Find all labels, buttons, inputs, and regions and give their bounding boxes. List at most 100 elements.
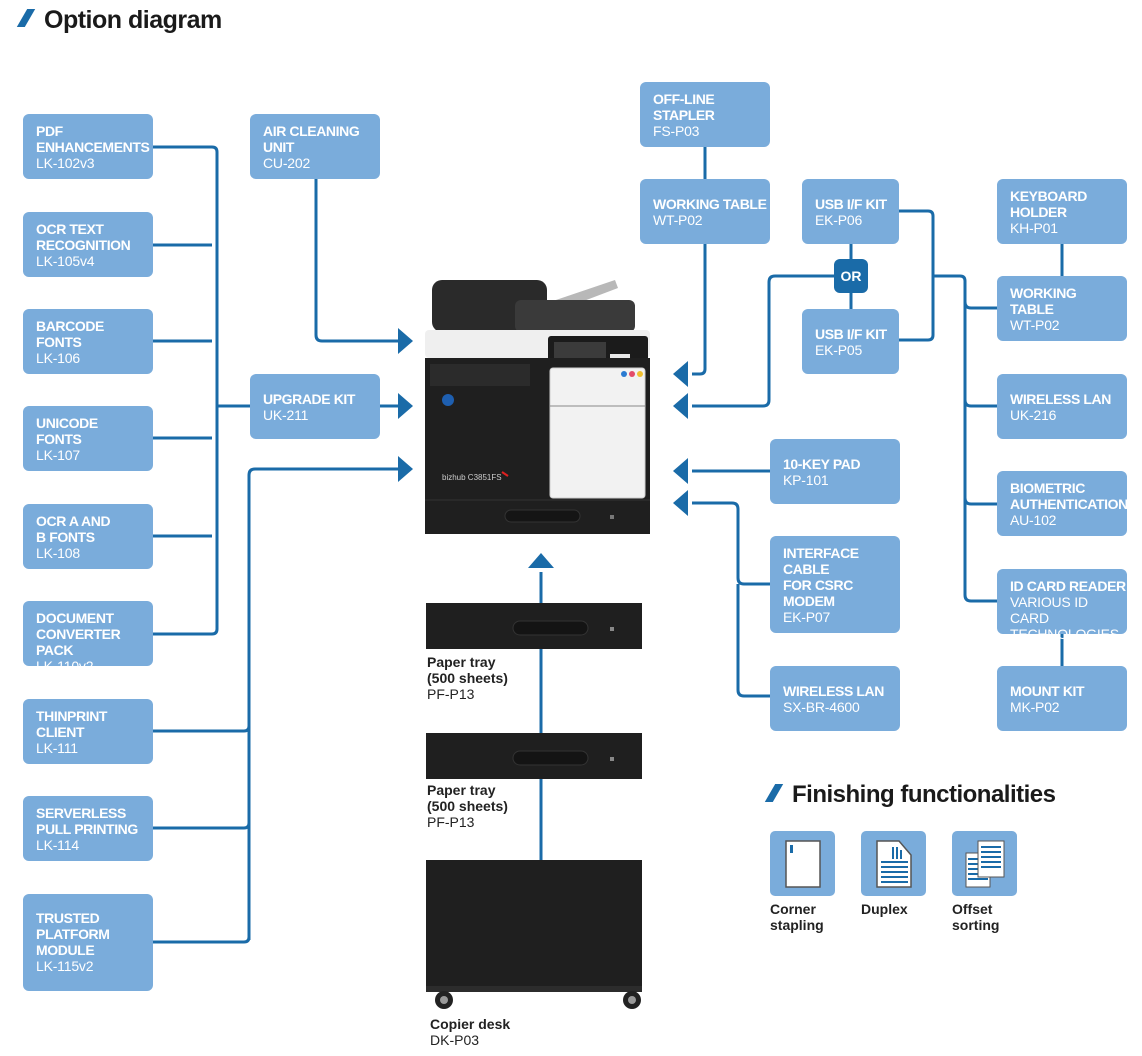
unit-code: PF-P13 <box>427 814 475 830</box>
finishing-title-text: Finishing functionalities <box>792 781 1056 808</box>
option-code: LK-108 <box>36 545 80 561</box>
option-name: 10-KEY PAD <box>783 456 861 472</box>
option-code: LK-114 <box>36 837 79 853</box>
corner-stapling-icon <box>770 831 835 896</box>
option-name: USB I/F KIT <box>815 196 887 212</box>
arrow-interface <box>673 490 688 516</box>
unit-name: Copier desk <box>430 1016 511 1032</box>
arrow-working-table <box>673 361 688 387</box>
or-badge: OR <box>834 259 868 293</box>
arrow-bottom-units <box>528 553 554 568</box>
option-name: THINPRINT CLIENT <box>36 708 108 740</box>
connector-usb-printer <box>692 274 834 408</box>
option-code: LK-115v2 <box>36 958 94 974</box>
option-name: KEYBOARD HOLDER <box>1010 188 1087 220</box>
option-name: PDF ENHANCEMENTS <box>36 123 150 155</box>
duplex-label: Duplex <box>861 901 908 917</box>
option-name: USB I/F KIT <box>815 326 887 342</box>
unit-code: DK-P03 <box>430 1032 480 1048</box>
option-name: MOUNT KIT <box>1010 683 1085 699</box>
option-code: EK-P06 <box>815 212 863 228</box>
connector-interface-cable <box>692 501 770 586</box>
option-name: UPGRADE KIT <box>263 391 356 407</box>
option-code: VARIOUS ID CARD TECHNOLOGIES <box>1010 594 1119 642</box>
option-code: LK-102v3 <box>36 155 95 171</box>
connector-left-group-1 <box>152 145 219 636</box>
option-code: SX-BR-4600 <box>783 699 860 715</box>
connector-working-table-printer <box>692 242 707 376</box>
option-code: EK-P07 <box>783 609 831 625</box>
option-name: INTERFACE CABLE FOR CSRC MODEM <box>783 545 859 609</box>
arrow-left-group-2 <box>398 456 413 482</box>
option-code: LK-106 <box>36 350 80 366</box>
option-code: WT-P02 <box>653 212 703 228</box>
option-code: LK-105v4 <box>36 253 95 269</box>
duplex-icon <box>861 831 926 896</box>
option-code: LK-111 <box>36 740 78 756</box>
page-title-text: Option diagram <box>44 6 222 34</box>
option-name: SERVERLESS PULL PRINTING <box>36 805 138 837</box>
option-code: LK-107 <box>36 447 80 463</box>
copier-desk-illustration <box>426 860 642 1009</box>
option-code: KH-P01 <box>1010 220 1058 236</box>
arrow-air-cleaning <box>398 328 413 354</box>
option-name: ID CARD READER <box>1010 578 1126 594</box>
option-name: OFF-LINE STAPLER <box>653 91 715 123</box>
printer-illustration: bizhub C3851FS <box>425 280 650 534</box>
option-code: WT-P02 <box>1010 317 1060 333</box>
arrow-usb <box>673 393 688 419</box>
option-code: AU-102 <box>1010 512 1057 528</box>
option-name: BARCODE FONTS <box>36 318 104 350</box>
option-code: MK-P02 <box>1010 699 1060 715</box>
option-code: UK-211 <box>263 407 309 423</box>
connector-right-group <box>933 274 997 603</box>
arrow-upgrade-kit <box>398 393 413 419</box>
option-code: KP-101 <box>783 472 829 488</box>
connector-usb-bracket <box>899 209 935 342</box>
offset-sorting-icon <box>952 831 1017 896</box>
paper-tray-2-label: Paper tray (500 sheets)PF-P13 <box>427 782 508 830</box>
option-name: BIOMETRIC AUTHENTICATION <box>1010 480 1128 512</box>
option-code: EK-P05 <box>815 342 863 358</box>
connector-air-cleaning <box>314 178 398 343</box>
option-code: LK-110v2 <box>36 658 94 674</box>
unit-code: PF-P13 <box>427 686 475 702</box>
unit-name: Paper tray (500 sheets) <box>427 782 508 814</box>
finishing-title: Finishing functionalities <box>764 781 1056 809</box>
option-name: WIRELESS LAN <box>1010 391 1111 407</box>
connector-left-group-2 <box>247 467 398 940</box>
paper-tray-1-label: Paper tray (500 sheets)PF-P13 <box>427 654 508 702</box>
option-name: OCR TEXT RECOGNITION <box>36 221 131 253</box>
unit-name: Paper tray (500 sheets) <box>427 654 508 686</box>
option-name: UNICODE FONTS <box>36 415 98 447</box>
option-name: WORKING TABLE <box>653 196 767 212</box>
option-name: OCR A AND B FONTS <box>36 513 111 545</box>
page-title: Option diagram <box>16 6 222 35</box>
offset-sorting-label: Offset sorting <box>952 901 1000 933</box>
